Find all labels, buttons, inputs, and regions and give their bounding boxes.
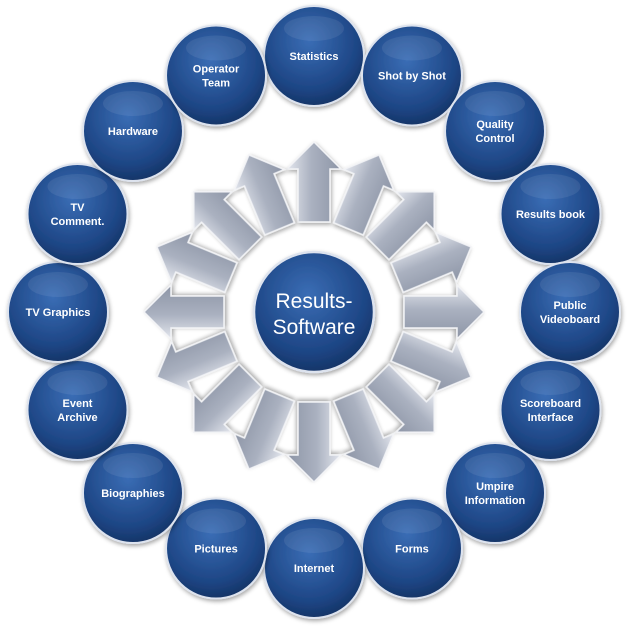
center-node: Results- Software — [252, 250, 376, 374]
arrow-icon — [142, 283, 225, 341]
arrow-icon — [403, 283, 486, 341]
arrow-icon — [193, 363, 263, 433]
arrow-icon — [155, 230, 238, 294]
node-label: Information — [465, 495, 526, 507]
node-label: Internet — [294, 563, 335, 575]
node-label: Forms — [395, 544, 429, 556]
node-label: Archive — [57, 412, 97, 424]
node-label: Operator — [193, 63, 240, 75]
node-circle: Forms — [360, 497, 463, 600]
node-circle: Statistics — [263, 5, 365, 107]
node-circle: TV Comment. — [26, 163, 129, 266]
arrow-icon — [155, 330, 238, 394]
arrow-icon — [365, 191, 435, 261]
node-circle: Results book — [499, 163, 602, 266]
arrow-icon — [285, 401, 343, 484]
arrow-icon — [365, 363, 435, 433]
node-circle: TV Graphics — [7, 261, 109, 363]
node-label: Team — [202, 77, 230, 89]
arrow-icon — [332, 388, 396, 471]
node-label: Hardware — [108, 126, 158, 138]
node-label: Comment. — [51, 216, 105, 228]
arrow-icon — [390, 230, 473, 294]
node-circle: Shot by Shot — [360, 24, 463, 127]
node-label: TV — [70, 202, 85, 214]
node-label: Umpire — [476, 481, 514, 493]
center-label: Results- — [275, 290, 352, 313]
node-circle: Biographies — [81, 442, 184, 545]
node-label: Public — [553, 300, 586, 312]
node-label: TV Graphics — [26, 307, 91, 319]
node-label: Control — [475, 133, 514, 145]
node-label: Statistics — [290, 51, 339, 63]
node-label: Results book — [516, 209, 586, 221]
node-label: Interface — [528, 412, 574, 424]
node-circle: Hardware — [81, 79, 184, 182]
arrow-icon — [232, 388, 296, 471]
node-label: Videoboard — [540, 314, 600, 326]
node-label: Biographies — [101, 488, 165, 500]
node-label: Event — [63, 398, 93, 410]
arrow-icon — [232, 153, 296, 236]
arrow-icon — [390, 330, 473, 394]
node-label: Shot by Shot — [378, 70, 446, 82]
arrow-icon — [193, 191, 263, 261]
center-label: Software — [273, 316, 356, 339]
node-circle: Internet — [263, 517, 365, 619]
node-label: Pictures — [194, 544, 237, 556]
node-label: Scoreboard — [520, 398, 581, 410]
node-label: Quality — [476, 119, 514, 131]
node-circle: Pictures — [165, 497, 268, 600]
arrow-icon — [332, 153, 396, 236]
arrows-layer — [142, 140, 486, 484]
arrow-icon — [285, 140, 343, 223]
